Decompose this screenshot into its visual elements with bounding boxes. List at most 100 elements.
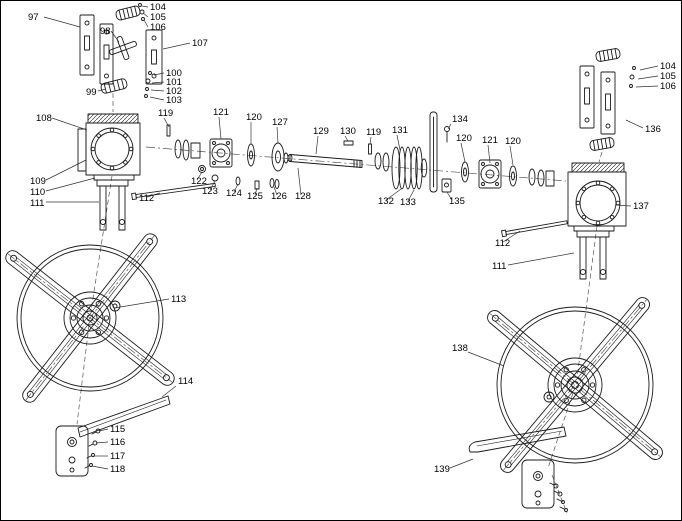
part-label-106-3: 106 (150, 22, 166, 33)
part-label-124-34: 124 (226, 188, 242, 199)
part-label-97-0: 97 (28, 12, 39, 23)
part-label-134-20: 134 (452, 114, 468, 125)
leader-line-127-15 (276, 126, 279, 144)
part-label-139-51: 139 (434, 464, 450, 475)
foot-screws-115-118 (84, 428, 101, 469)
leader-line-124-34 (233, 183, 239, 193)
bracket-135 (441, 178, 452, 193)
part-label-99-10: 99 (86, 87, 97, 98)
foot-arm-139 (468, 426, 567, 453)
gearbox-fins-right (571, 162, 625, 173)
part-label-121-13: 121 (213, 107, 229, 118)
leader-line-105-2 (142, 12, 149, 18)
knurled-cap-bottom-right (589, 137, 615, 151)
leader-line-109-28 (45, 159, 87, 181)
part-label-136-24: 136 (645, 124, 661, 135)
cross-shaft-98 (109, 35, 137, 61)
foot-screws-right (549, 482, 568, 512)
yoke-bracket-111-left (96, 179, 129, 231)
leader-line-133-39 (407, 189, 415, 202)
leader-line-104-25 (639, 65, 659, 71)
leader-line-136-24 (625, 119, 644, 129)
part-label-104-25: 104 (660, 61, 676, 72)
leader-line-118-50 (91, 465, 109, 470)
right-handwheel (487, 297, 663, 473)
leader-line-130-17 (344, 135, 349, 142)
leader-line-132-38 (385, 188, 402, 201)
leader-line-105-26 (637, 75, 659, 80)
part-label-111-43: 111 (492, 261, 506, 272)
part-label-122-32: 122 (191, 176, 207, 187)
gearbox-fins (87, 113, 139, 124)
part-label-107-5: 107 (192, 38, 208, 49)
nut-106-right (629, 84, 633, 88)
top-left-plate-assembly (79, 3, 163, 98)
part-label-121-22: 121 (482, 135, 498, 146)
leader-line-138-45 (467, 351, 505, 367)
part-label-131-19: 131 (392, 125, 408, 136)
part-label-110-29: 110 (30, 187, 45, 198)
part-label-115-47: 115 (110, 424, 125, 435)
wheel-hub-right (543, 357, 603, 413)
leader-line-112-31 (146, 192, 161, 198)
part-label-138-45: 138 (452, 343, 468, 354)
part-label-118-50: 118 (110, 464, 125, 475)
part-label-114-46: 114 (178, 376, 193, 387)
leader-line-120-23 (509, 145, 514, 166)
leader-line-111-43 (507, 252, 575, 266)
part-label-109-28: 109 (30, 176, 46, 187)
leader-line-106-27 (635, 85, 659, 88)
foot-arm-114 (77, 395, 171, 438)
part-label-105-2: 105 (150, 12, 166, 23)
right-foot-bracket (468, 426, 568, 512)
part-label-135-40: 135 (449, 196, 465, 207)
knurled-cap-top (115, 5, 141, 21)
leader-line-110-29 (45, 177, 96, 192)
part-label-98-4: 98 (100, 26, 111, 37)
part-label-132-38: 132 (378, 196, 394, 207)
leader-line-137-41 (615, 204, 632, 207)
leader-line-135-40 (446, 191, 453, 201)
leader-line-107-5 (162, 42, 191, 50)
plate-107 (145, 29, 163, 85)
washer-102 (145, 87, 149, 91)
leader-line-99-10 (97, 88, 107, 92)
part-label-100-6: 100 (166, 68, 182, 79)
part-label-130-17: 130 (340, 126, 356, 137)
pin-119-left (166, 124, 171, 137)
part-label-119-12: 119 (158, 108, 173, 119)
leader-line-106-3 (143, 19, 149, 28)
part-label-129-16: 129 (313, 126, 329, 137)
leader-line-119-12 (163, 117, 170, 128)
left-foot-bracket (55, 395, 171, 477)
part-label-120-14: 120 (246, 112, 262, 123)
leader-line-121-13 (218, 116, 222, 140)
part-label-117-49: 117 (110, 451, 125, 462)
part-label-137-41: 137 (633, 201, 649, 212)
tall-plate-131 (429, 111, 438, 193)
leader-line-100-6 (153, 72, 165, 76)
leader-line-126-36 (273, 186, 278, 196)
leader-line-103-9 (149, 96, 165, 101)
leader-line-104-1 (141, 5, 149, 8)
leader-line-122-32 (196, 171, 203, 181)
knurled-cap-99 (100, 78, 128, 94)
leader-line-128-37 (297, 167, 302, 196)
leader-line-98-4 (110, 30, 120, 43)
shaft-128-129 (287, 154, 363, 168)
part-label-116-48: 116 (110, 437, 125, 448)
leader-line-113-44 (113, 298, 170, 309)
nut-103 (144, 94, 148, 98)
part-label-127-15: 127 (272, 117, 288, 128)
screw-104-right (632, 66, 636, 70)
bearing-121-right (478, 159, 502, 189)
washer-105-right (629, 74, 635, 80)
key-130 (343, 140, 354, 146)
pulley-stack-132-133 (391, 146, 428, 190)
leader-line-129-16 (315, 135, 319, 155)
foot-plate (55, 425, 89, 477)
leader-line-116-48 (95, 441, 109, 444)
leader-line-120-21 (460, 142, 466, 163)
